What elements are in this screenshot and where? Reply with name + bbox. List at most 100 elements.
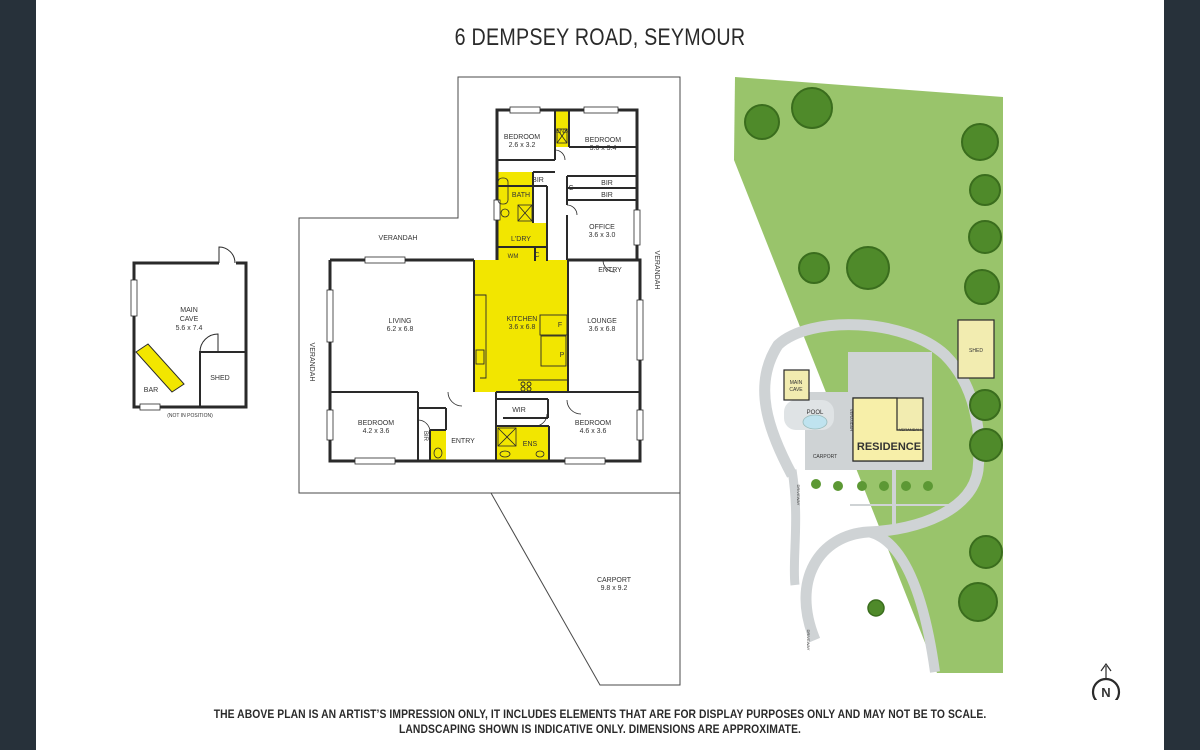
cave-name-2: CAVE bbox=[180, 316, 199, 323]
tree bbox=[964, 269, 1000, 305]
laundry-label: L'DRY bbox=[511, 236, 531, 243]
trees bbox=[744, 87, 1003, 622]
cave-shed-label: SHED bbox=[210, 375, 229, 382]
site-cave-label-2: CAVE bbox=[789, 387, 803, 393]
cave-window-bottom bbox=[139, 403, 161, 411]
cave-name-1: MAIN bbox=[180, 307, 198, 314]
powder-room bbox=[430, 430, 446, 461]
wm-label: WM bbox=[508, 254, 519, 260]
carport-label: CARPORT bbox=[597, 577, 632, 584]
interior-walls bbox=[330, 110, 640, 461]
site-shed bbox=[957, 319, 995, 379]
office-dims: 3.6 x 3.0 bbox=[589, 232, 616, 239]
shrub bbox=[923, 481, 933, 491]
c1-label: C bbox=[568, 185, 573, 192]
site-carport-label: CARPORT bbox=[813, 454, 837, 460]
verandah-right-label: VERANDAH bbox=[653, 251, 660, 290]
kitchen-area bbox=[474, 260, 568, 392]
office-label: OFFICE bbox=[589, 224, 615, 231]
tree bbox=[867, 599, 885, 617]
living-label: LIVING bbox=[389, 318, 412, 325]
compass-arrow-icon bbox=[1100, 662, 1112, 672]
pantry-label: P bbox=[560, 352, 565, 359]
living-dims: 6.2 x 6.8 bbox=[387, 326, 414, 333]
plan-drawing: MAIN CAVE 5.6 x 7.4 BAR SHED (NOT IN POS… bbox=[130, 76, 1121, 700]
fridge-label: F bbox=[558, 322, 562, 329]
verandah-top-label: VERANDAH bbox=[379, 235, 418, 242]
driveway-label-2: DRIVEWAY bbox=[806, 630, 811, 651]
ensuite1-label: ENS bbox=[556, 129, 568, 135]
bedroom4-label: BEDROOM bbox=[575, 420, 611, 427]
bir1-label: BIR bbox=[532, 177, 544, 184]
cave-dims: 5.6 x 7.4 bbox=[176, 325, 203, 332]
cave-walls bbox=[132, 261, 248, 409]
site-verandah-1: VERANDAH bbox=[899, 427, 921, 432]
shrub bbox=[901, 481, 911, 491]
shed-door bbox=[199, 333, 219, 353]
bedroom2-label: BEDROOM bbox=[585, 137, 621, 144]
c2-label: C bbox=[534, 252, 539, 259]
bath-label: BATH bbox=[512, 192, 530, 199]
tree bbox=[798, 252, 830, 284]
driveway-south bbox=[866, 527, 940, 673]
bir3-label: BIR bbox=[601, 192, 613, 199]
tree bbox=[969, 535, 1003, 569]
door-swings bbox=[417, 149, 616, 433]
bedroom2-dims: 3.6 x 3.4 bbox=[590, 145, 617, 152]
cave-window-left bbox=[130, 279, 138, 317]
tree bbox=[961, 123, 999, 161]
pool bbox=[802, 414, 828, 430]
tree bbox=[958, 582, 998, 622]
bedroom4-dims: 4.6 x 3.6 bbox=[580, 428, 607, 435]
kitchen-fixtures bbox=[474, 294, 568, 392]
site-main-cave bbox=[783, 369, 810, 401]
site-cave-label-1: MAIN bbox=[790, 380, 803, 386]
pool-label: POOL bbox=[807, 410, 824, 416]
driveway-label-1: DRIVEWAY bbox=[796, 485, 801, 506]
tree bbox=[791, 87, 833, 129]
lounge-dims: 3.6 x 6.8 bbox=[589, 326, 616, 333]
tree bbox=[969, 428, 1003, 462]
bir4-label: BIR bbox=[422, 431, 428, 442]
kitchen-label: KITCHEN bbox=[507, 316, 538, 323]
ensuite2-label: ENS bbox=[523, 441, 538, 448]
tree bbox=[744, 104, 780, 140]
shrub bbox=[811, 479, 821, 489]
bedroom1-label: BEDROOM bbox=[504, 134, 540, 141]
residence-label: RESIDENCE bbox=[857, 441, 921, 453]
tree bbox=[968, 220, 1002, 254]
kitchen-dims: 3.6 x 6.8 bbox=[509, 324, 536, 331]
lounge-label: LOUNGE bbox=[587, 318, 617, 325]
left-border bbox=[0, 0, 36, 750]
disclaimer-line-2: LANDSCAPING SHOWN IS INDICATIVE ONLY. DI… bbox=[399, 722, 801, 736]
ensuite-2 bbox=[497, 426, 549, 461]
page-title: 6 DEMPSEY ROAD, SEYMOUR bbox=[454, 24, 746, 51]
bedroom3-label: BEDROOM bbox=[358, 420, 394, 427]
tree bbox=[969, 174, 1001, 206]
bedroom3-dims: 4.2 x 3.6 bbox=[363, 428, 390, 435]
residence-outline bbox=[852, 397, 924, 462]
cave-door-swing bbox=[218, 246, 236, 264]
bar-label: BAR bbox=[144, 387, 158, 394]
disclaimer-line-1: THE ABOVE PLAN IS AN ARTIST’S IMPRESSION… bbox=[213, 707, 987, 721]
site-plan: RESIDENCE SHED MAIN CAVE POOL CARPORT VE… bbox=[734, 77, 1003, 673]
site-verandah-2: VERANDAH bbox=[849, 409, 854, 431]
house-plan: VERANDAH VERANDAH VERANDAH BEDROOM 2.6 x… bbox=[298, 76, 681, 686]
tree bbox=[969, 389, 1001, 421]
north-compass: N bbox=[1091, 662, 1121, 700]
site-shed-label: SHED bbox=[969, 348, 983, 354]
carport-outline bbox=[490, 492, 681, 686]
entry-right-label: ENTRY bbox=[598, 267, 622, 274]
entry-front-label: ENTRY bbox=[451, 438, 475, 445]
cave-note: (NOT IN POSITION) bbox=[167, 413, 213, 419]
tree bbox=[846, 246, 890, 290]
main-cave-plan: MAIN CAVE 5.6 x 7.4 BAR SHED (NOT IN POS… bbox=[130, 246, 248, 419]
verandah-outline bbox=[298, 76, 681, 494]
compass-circle bbox=[1091, 677, 1121, 700]
windows bbox=[326, 106, 644, 465]
plan-sheet: 6 DEMPSEY ROAD, SEYMOUR MAIN CAVE 5.6 x … bbox=[36, 0, 1164, 750]
carport-dims: 9.8 x 9.2 bbox=[601, 585, 628, 592]
right-border bbox=[1164, 0, 1200, 750]
bir2-label: BIR bbox=[601, 180, 613, 187]
